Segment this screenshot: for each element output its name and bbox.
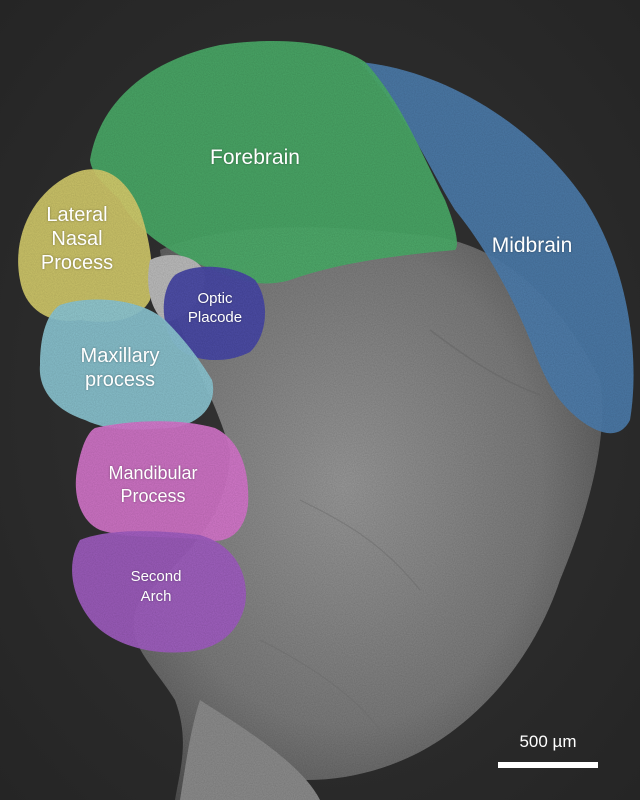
second-arch-label: Second Arch: [130, 568, 182, 606]
neck-stalk: [180, 700, 320, 800]
maxillary-region: [39, 299, 214, 430]
lateral-nasal-region: [18, 169, 152, 322]
forebrain-label: Forebrain: [210, 146, 300, 169]
surface-crease: [429, 329, 541, 396]
head-body: [133, 227, 603, 800]
maxillary-process-label: Maxillary process: [80, 345, 160, 391]
surface-crease: [299, 499, 421, 591]
midbrain-label: Midbrain: [491, 234, 573, 257]
scale-bar: [498, 762, 598, 768]
mandibular-process-label: Mandibular Process: [108, 463, 198, 506]
second-arch-region: [72, 531, 246, 653]
mandibular-region: [75, 421, 249, 541]
forebrain-region: [90, 41, 457, 284]
scale-bar-group: 500 µm: [496, 732, 600, 772]
optic-placode-region: [163, 266, 266, 361]
surface-crease: [259, 639, 381, 731]
midbrain-region: [360, 62, 634, 434]
optic-placode-label: Optic Placode: [187, 290, 243, 326]
lateral-nasal-process-label: Lateral Nasal Process: [40, 204, 114, 274]
scale-bar-label: 500 µm: [519, 732, 577, 751]
